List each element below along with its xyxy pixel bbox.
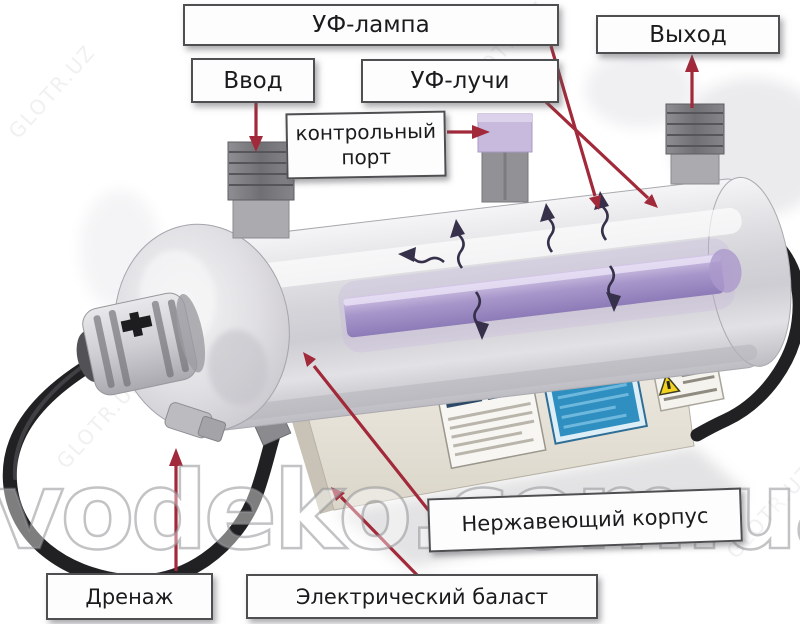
outlet-fitting [665,103,725,185]
arrow-ballast [331,487,419,577]
lamp-connector [76,292,206,396]
uv-ray-arrows [398,191,621,340]
label-control-port-line1: контрольный [295,118,437,146]
label-uv-rays: УФ-лучи [361,59,559,103]
label-outlet: Выход [596,15,780,54]
drain-fitting [164,402,227,442]
label-inlet: Ввод [191,58,315,103]
label-control-port-line2: порт [341,144,392,170]
label-control-port: контрольный порт [285,110,447,180]
connector-marking [120,311,153,338]
arrow-inlet [249,102,263,152]
cylinder-vessel [171,176,792,433]
label-drain: Дренаж [46,573,213,620]
label-stainless-housing: Нержавеющий корпус [427,487,743,553]
arrow-housing [303,352,431,512]
inlet-fitting [227,141,295,239]
arrow-control-port [447,125,490,139]
arrow-uv-rays [544,100,658,208]
arrow-drain [169,448,183,571]
arrow-outlet [685,54,699,108]
control-port-fitting [477,113,533,203]
svg-text:GLOTR.UZ: GLOTR.UZ [4,40,100,143]
uv-lamp-tube [343,248,742,338]
label-electrical-ballast: Электрический баласт [246,574,598,619]
label-uv-lamp: УФ-лампа [183,4,559,46]
